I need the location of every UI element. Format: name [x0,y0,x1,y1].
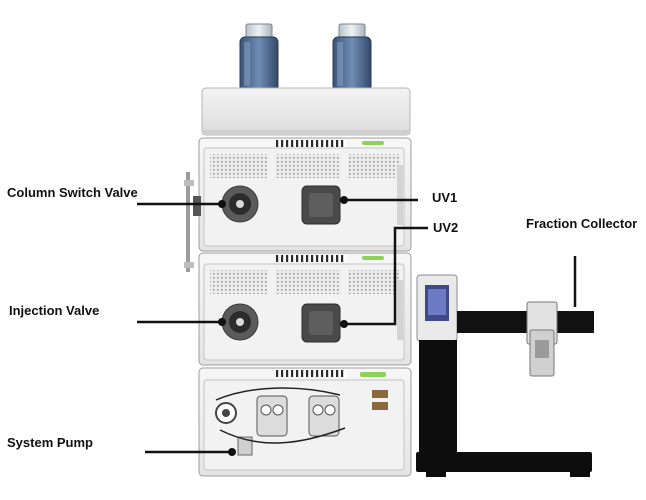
module-injection-uv2 [198,252,412,366]
solvent-bottle-right [332,23,372,92]
label-injection-valve: Injection Valve [9,303,100,318]
pointer-uv2 [341,226,428,326]
label-fraction-collector: Fraction Collector [526,216,638,231]
label-uv2: UV2 [433,220,459,235]
fraction-collector [416,274,594,477]
label-column-switch-valve: Column Switch Valve [7,185,138,200]
side-rail [184,172,201,272]
module-system-pump [198,367,412,477]
module-column-switch-uv1 [198,137,412,252]
label-system-pump: System Pump [7,435,93,450]
pointer-dots [218,196,348,456]
solvent-bottle-left [239,23,279,92]
label-uv1: UV1 [432,190,458,205]
pointer-lines [137,198,577,454]
solvent-tray [201,87,411,136]
